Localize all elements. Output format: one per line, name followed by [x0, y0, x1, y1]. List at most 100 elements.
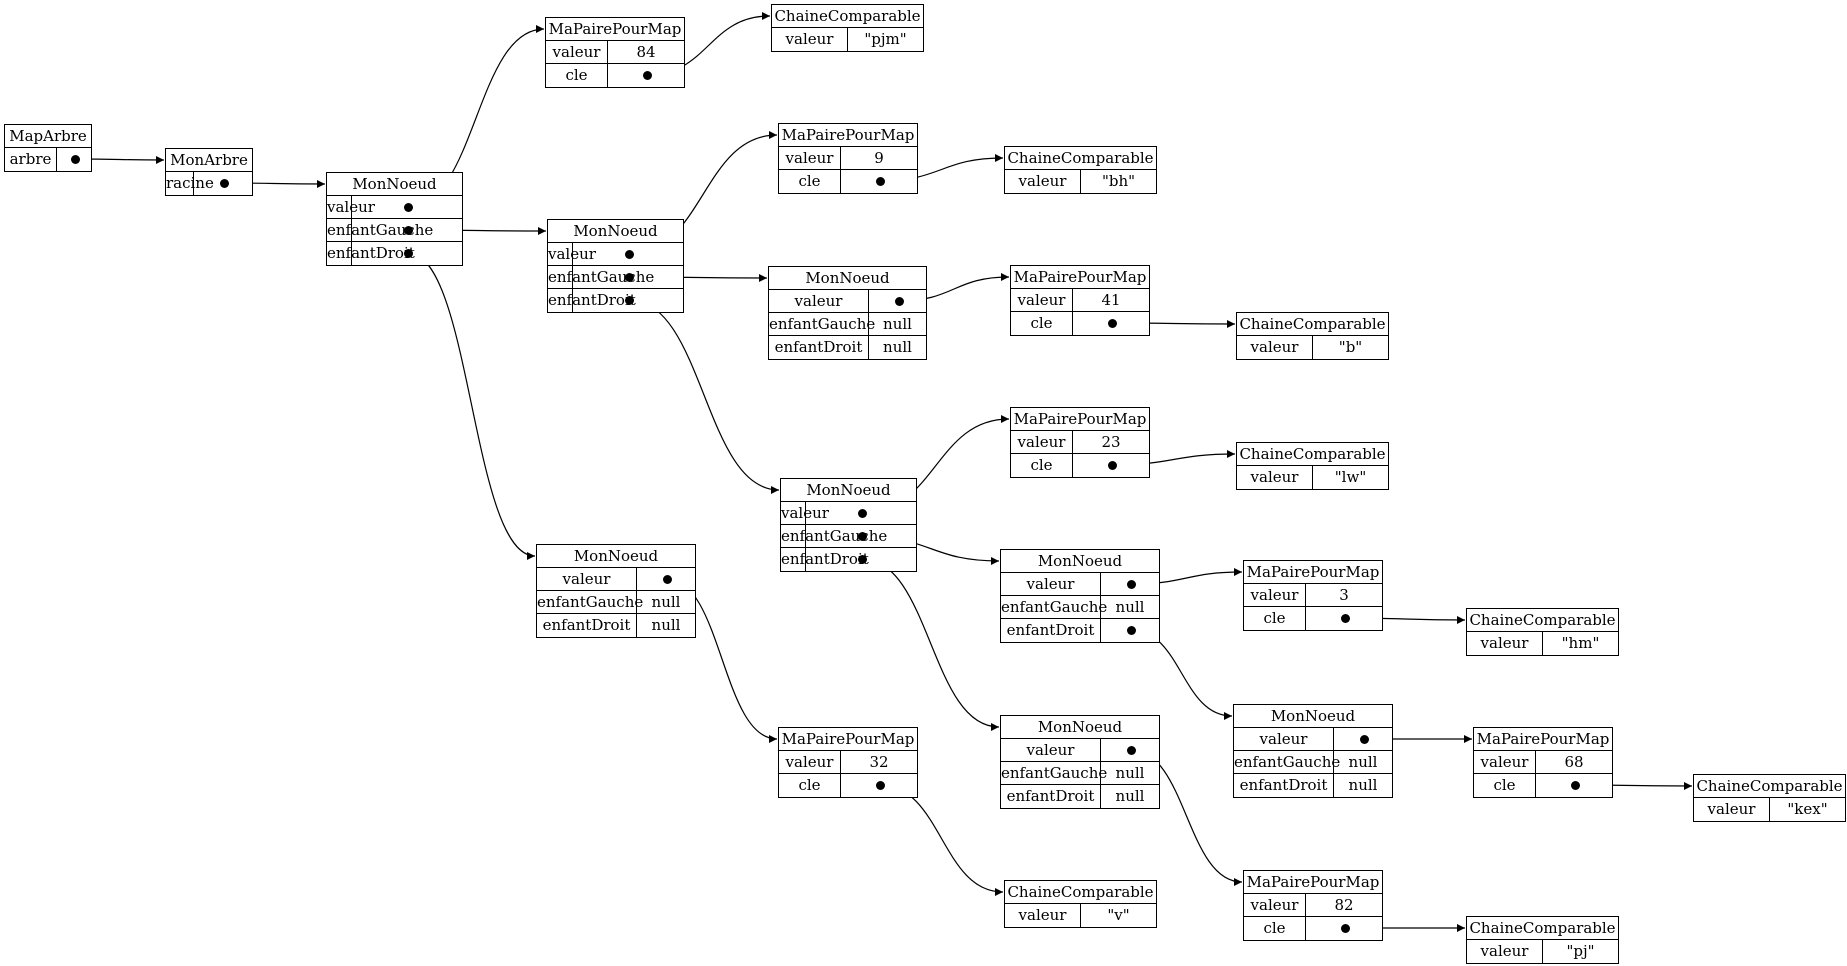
- pointer-dot-icon: [876, 781, 885, 790]
- field-name: enfantGauche: [1001, 762, 1108, 784]
- field-name: enfantGauche: [1001, 596, 1108, 618]
- pointer-cell: [1073, 312, 1149, 335]
- field-name: valeur: [1001, 739, 1101, 761]
- field-row: enfantDroit null: [1234, 774, 1392, 797]
- field-value: "hm": [1561, 634, 1600, 652]
- node-title: MaPairePourMap: [546, 18, 684, 41]
- field-row: cle: [1244, 917, 1382, 940]
- field-name: cle: [1011, 454, 1073, 477]
- field-value: null: [1115, 787, 1145, 805]
- field-name: cle: [546, 64, 608, 87]
- field-row: enfantDroit: [1001, 619, 1159, 642]
- field-value: 3: [1339, 586, 1349, 604]
- field-name: valeur: [1005, 170, 1081, 193]
- field-name: enfantDroit: [327, 242, 415, 265]
- pointer-cell: [869, 290, 926, 312]
- pointer-cell: [352, 219, 462, 241]
- node-title: MaPairePourMap: [1244, 871, 1382, 894]
- field-row: valeur"kex": [1694, 798, 1845, 821]
- pointer-dot-icon: [643, 71, 652, 80]
- pointer-cell: [806, 525, 916, 547]
- field-name: enfantGauche: [769, 313, 876, 335]
- pointer-dot-icon: [858, 532, 867, 541]
- field-name: valeur: [781, 502, 829, 524]
- field-row: valeur: [1001, 739, 1159, 762]
- pointer-dot-icon: [1127, 746, 1136, 755]
- pointer-arrow-n4-n7: [861, 558, 1000, 731]
- field-value: 68: [1564, 753, 1584, 771]
- pointer-dot-icon: [71, 155, 80, 164]
- node-title: MapArbre: [5, 125, 91, 148]
- field-value: null: [1348, 776, 1378, 794]
- field-value: "lw": [1334, 468, 1367, 486]
- field-name: valeur: [537, 568, 637, 590]
- node-title: MonNoeud: [327, 173, 462, 196]
- field-value: "b": [1338, 338, 1363, 356]
- node-title: MonNoeud: [1234, 705, 1392, 728]
- field-row: cle: [779, 774, 917, 797]
- field-name: arbre: [5, 148, 57, 171]
- pointer-cell: [1536, 774, 1612, 797]
- pointer-dot-icon: [404, 203, 413, 212]
- field-name: enfantDroit: [537, 614, 637, 637]
- pointer-cell: [57, 148, 91, 171]
- field-row: enfantDroit: [781, 548, 916, 571]
- node-title: MonNoeud: [537, 545, 695, 568]
- field-name: cle: [1011, 312, 1073, 335]
- pointer-dot-icon: [625, 296, 634, 305]
- field-name: enfantDroit: [548, 289, 636, 312]
- node-title: MonNoeud: [1001, 550, 1159, 573]
- pointer-dot-icon: [625, 273, 634, 282]
- field-value: 82: [1334, 896, 1354, 914]
- field-name: valeur: [1694, 798, 1770, 821]
- node-title: MaPairePourMap: [779, 728, 917, 751]
- pointer-cell: [637, 568, 695, 590]
- node-title: MaPairePourMap: [1011, 266, 1149, 289]
- field-value: null: [1115, 764, 1145, 782]
- field-name: valeur: [1467, 632, 1543, 655]
- field-name: enfantDroit: [1234, 774, 1334, 797]
- field-row: valeur: [1001, 573, 1159, 596]
- pointer-dot-icon: [1127, 626, 1136, 635]
- field-row: valeur: [769, 290, 926, 313]
- field-name: valeur: [1244, 584, 1306, 606]
- field-name: valeur: [1244, 894, 1306, 916]
- field-row: valeur 82: [1244, 894, 1382, 917]
- node-title: ChaineComparable: [1005, 147, 1156, 170]
- field-name: cle: [779, 774, 841, 797]
- pointer-cell: [1306, 917, 1382, 940]
- field-value: 84: [636, 43, 656, 61]
- field-name: valeur: [779, 751, 841, 773]
- pointer-cell: [352, 196, 462, 218]
- pointer-cell: [194, 172, 252, 195]
- field-name: valeur: [327, 196, 375, 218]
- field-name: cle: [1474, 774, 1536, 797]
- field-row: cle: [1244, 607, 1382, 630]
- pointer-cell: [1073, 454, 1149, 477]
- field-name: enfantGauche: [327, 219, 434, 241]
- field-row: enfantGauche: [327, 219, 462, 242]
- field-value: null: [883, 338, 912, 356]
- field-row: cle: [1011, 312, 1149, 335]
- pointer-dot-icon: [220, 179, 229, 188]
- pointer-cell: [352, 242, 462, 265]
- pointer-dot-icon: [1108, 319, 1117, 328]
- node-title: MonNoeud: [769, 267, 926, 290]
- node-title: ChaineComparable: [1237, 443, 1388, 466]
